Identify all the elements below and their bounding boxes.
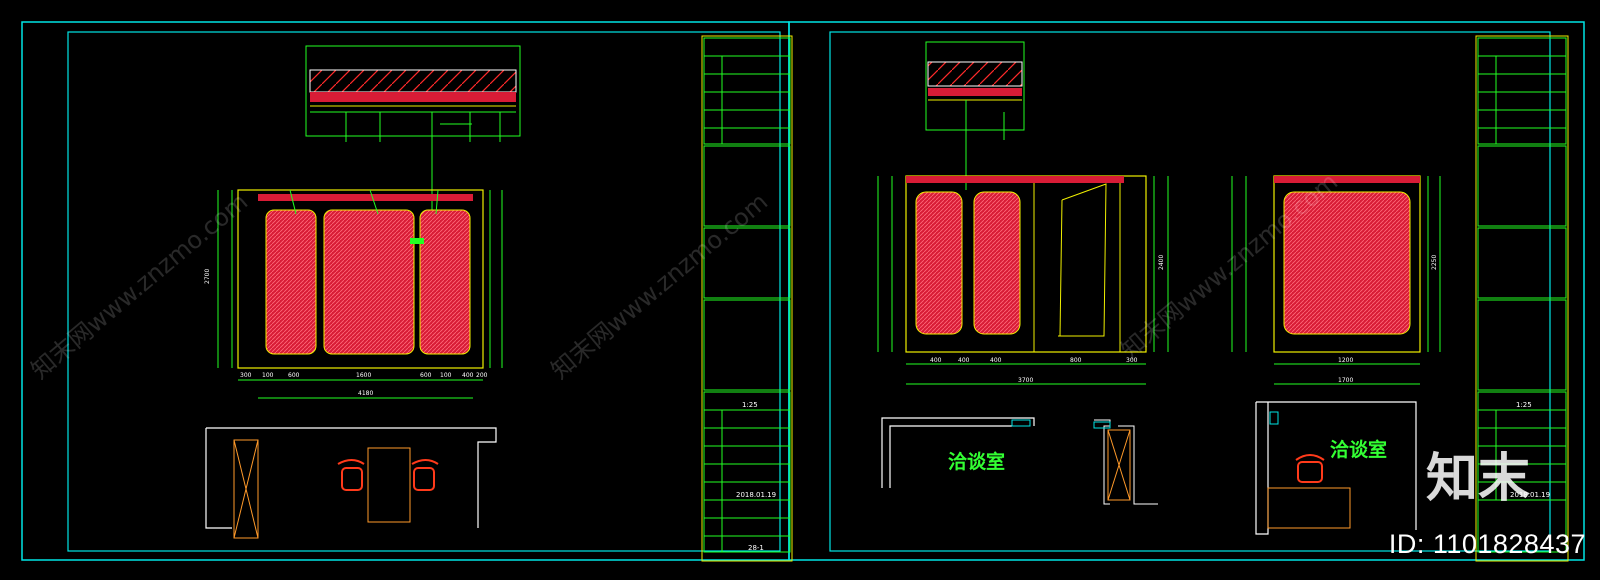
date-text: 2018.01.19 (736, 491, 776, 499)
sheet1-wall-elevation (217, 189, 503, 399)
dim-text: 200 (476, 372, 488, 379)
dim-text: 100 (440, 372, 452, 379)
watermark-id: ID: 1101828437 (1388, 529, 1586, 559)
scale-text: 1:25 (1516, 401, 1532, 409)
dim-height: 2400 (1158, 255, 1165, 270)
watermark-logo: 知末 (1425, 449, 1530, 509)
dim-text: 600 (288, 372, 300, 379)
watermark-text: 知末网www.znzmo.com (26, 188, 253, 385)
chair-icon (1295, 454, 1325, 483)
chair-icon (411, 459, 439, 491)
dim-height: 2700 (204, 269, 211, 284)
sheet2-elevation-2 (1231, 175, 1441, 385)
room-label: 洽谈室 (948, 450, 1005, 473)
dim-text: 300 (240, 372, 252, 379)
dim-total: 4180 (358, 390, 373, 397)
dim-text: 100 (262, 372, 274, 379)
dim-total: 1700 (1338, 377, 1353, 384)
titleblock-right: 1:25 2018.01.19 (1475, 35, 1569, 562)
sheet2-section-detail (925, 41, 1025, 190)
drawing-border-right (829, 31, 1551, 552)
dim-text: 1600 (356, 372, 371, 379)
chair-icon (337, 459, 365, 491)
scale-text: 1:25 (742, 401, 758, 409)
dim-text: 600 (420, 372, 432, 379)
sheet2-plan-2 (1255, 401, 1417, 535)
sheet2-elevation-1 (877, 175, 1169, 385)
sheet1-floor-plan (205, 427, 497, 539)
sheet2-elev2-dims: 1200 1700 2250 (1338, 255, 1438, 384)
sheet1-bottom-dims: 300 100 600 1600 600 100 400 200 4180 27… (204, 269, 488, 397)
dim-text: 300 (1126, 357, 1138, 364)
dim-text: 1200 (1338, 357, 1353, 364)
date-text: 2018.01.19 (1510, 491, 1550, 499)
dim-text: 800 (1070, 357, 1082, 364)
sheet1-section-detail (305, 45, 521, 240)
sheet2-elev1-dims: 400 400 400 800 300 3700 2400 (930, 255, 1165, 384)
watermark-text: 知末网www.znzmo.com (546, 188, 773, 385)
dim-total: 3700 (1018, 377, 1033, 384)
dim-text: 400 (990, 357, 1002, 364)
sheet-no-text: 28-1 (748, 544, 764, 552)
room-label: 洽谈室 (1330, 438, 1387, 461)
titleblock-left: 1:25 2018.01.19 28-1 (701, 35, 793, 562)
dim-text: 400 (958, 357, 970, 364)
sheet2-plan-1 (881, 417, 1158, 505)
dim-text: 400 (462, 372, 474, 379)
dim-text: 400 (930, 357, 942, 364)
drawing-border-left (67, 31, 781, 552)
dim-height: 2250 (1431, 255, 1438, 270)
sheet-frame-right (788, 21, 1585, 561)
